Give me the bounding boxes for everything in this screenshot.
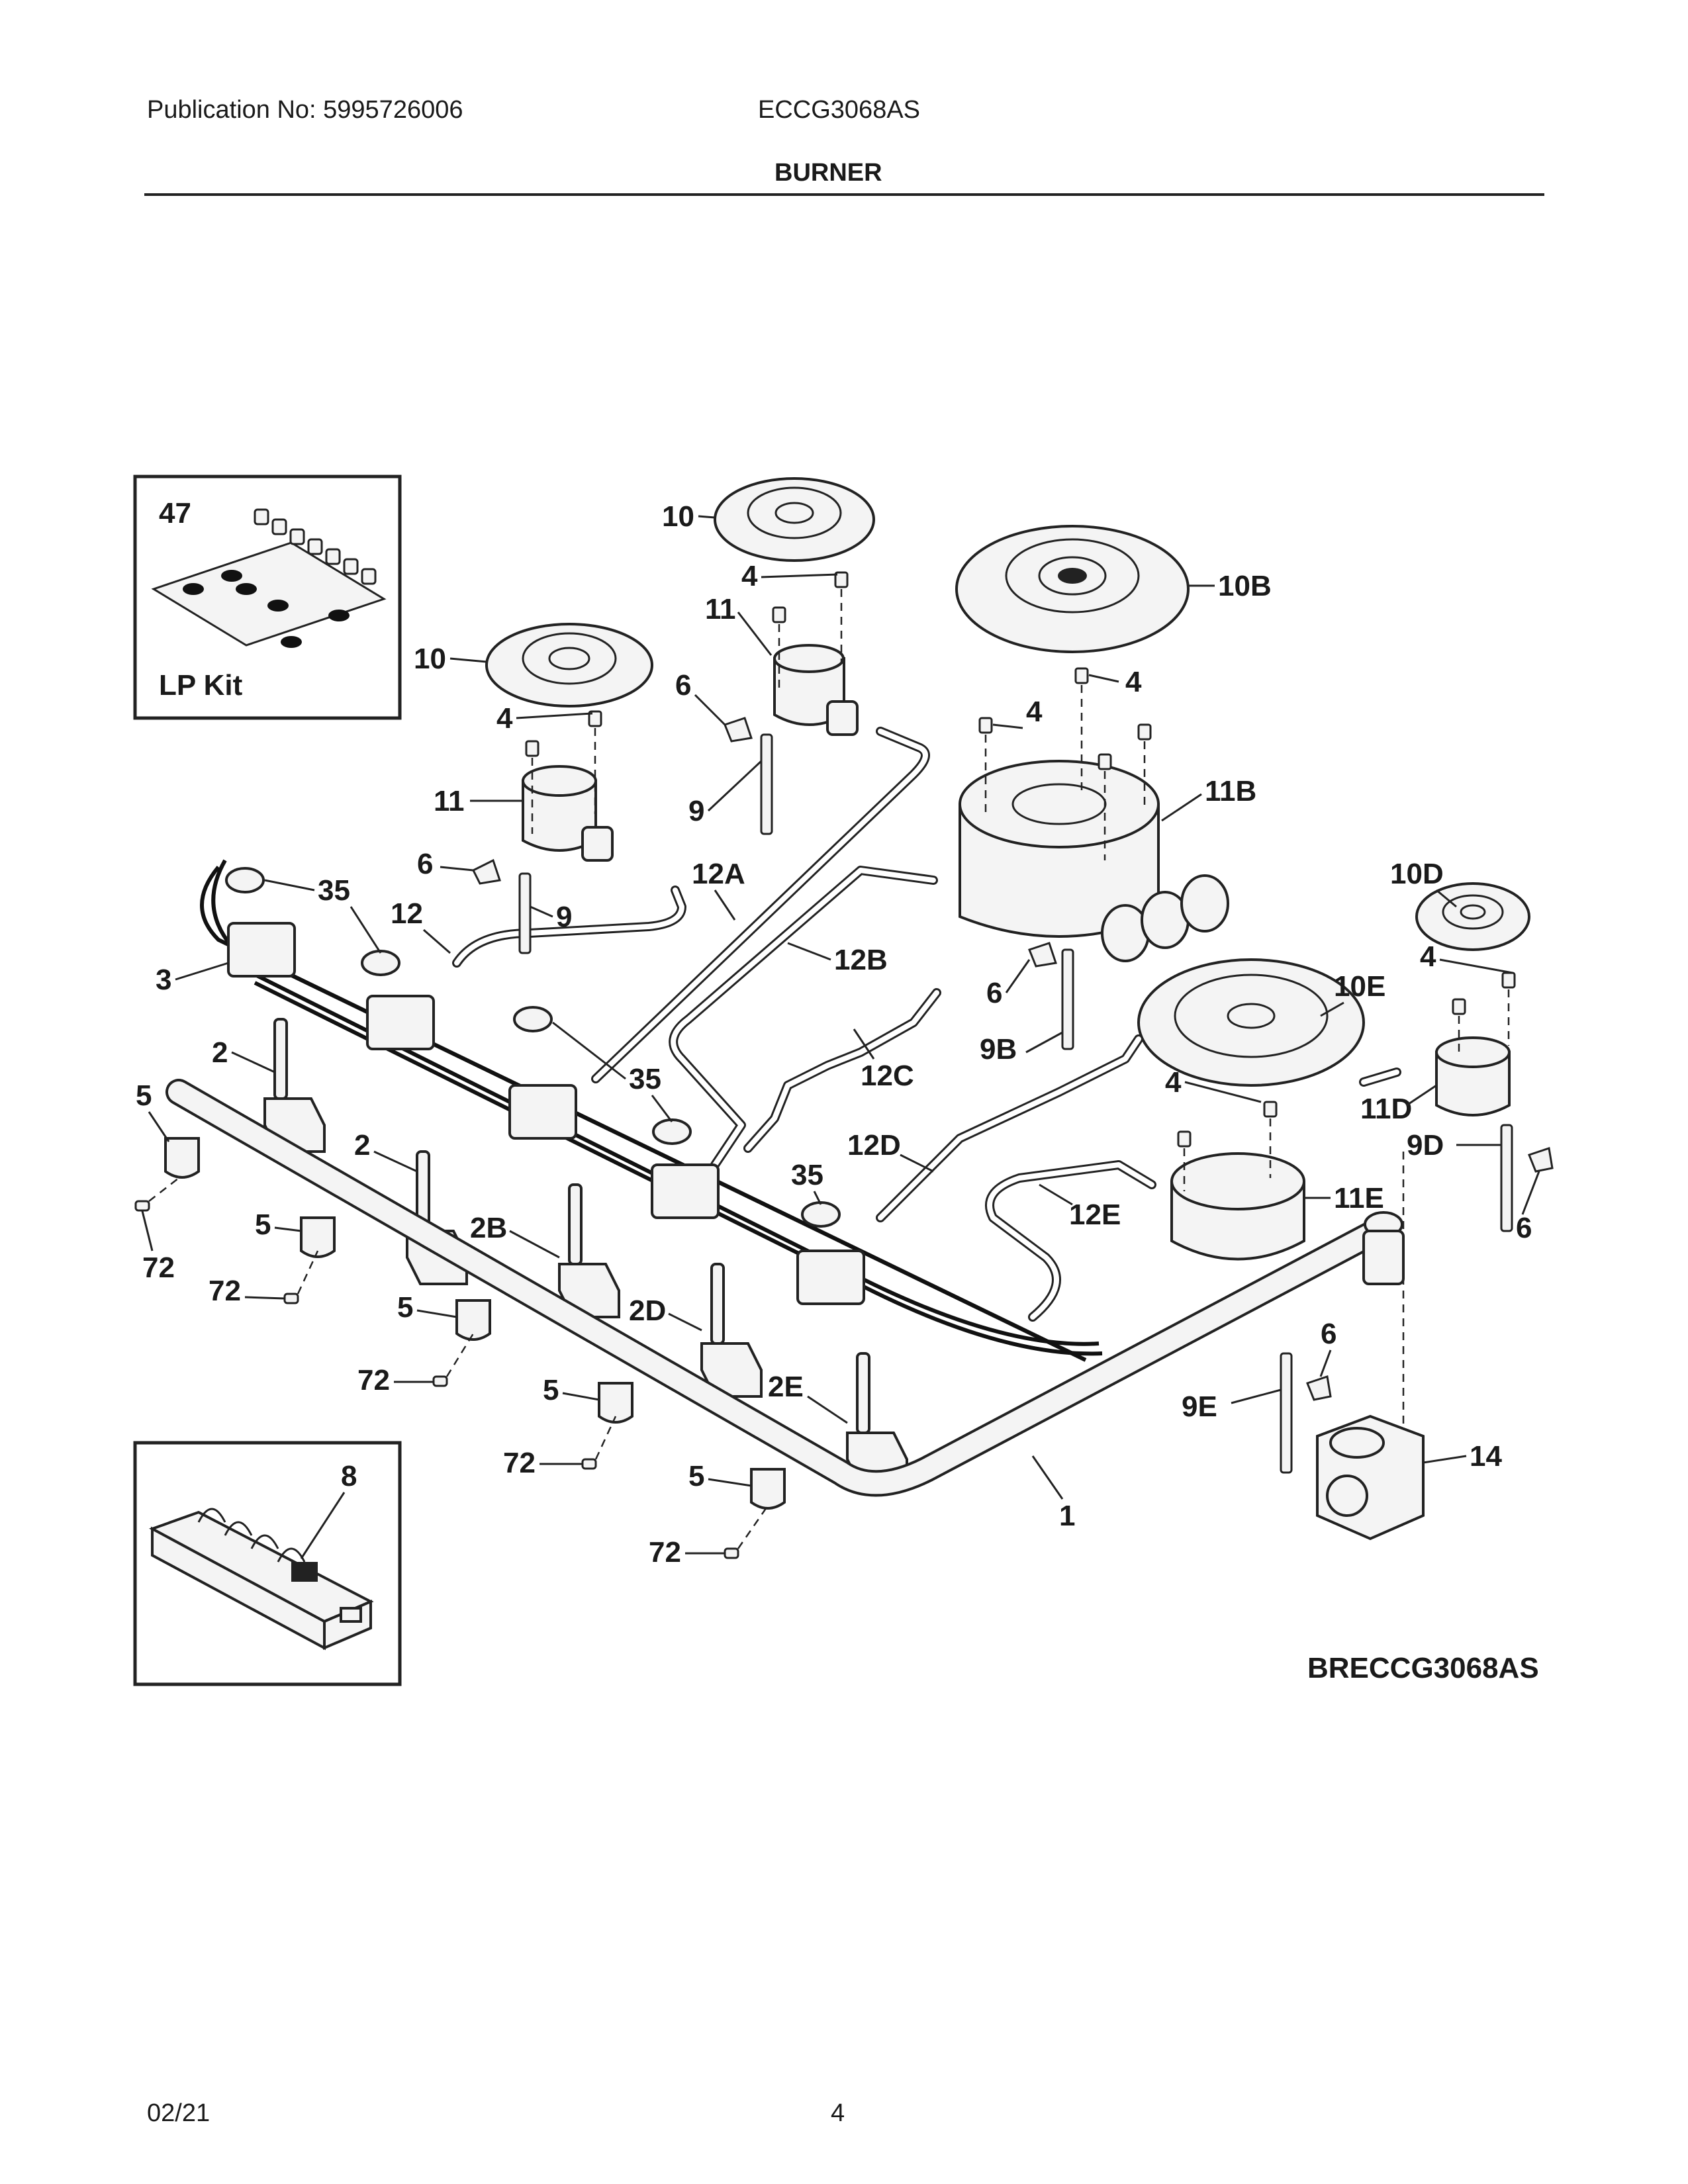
label-10b: 10B [1218, 570, 1272, 602]
label-lp-kit: LP Kit [159, 669, 243, 702]
label-9e: 9E [1182, 1390, 1217, 1423]
lp-kit-inset: 47 LP Kit [133, 475, 402, 720]
burner-screws [525, 571, 1516, 1443]
spark-module-inset: 8 [133, 1441, 402, 1686]
label-72-d: 72 [503, 1447, 536, 1479]
label-72-e: 72 [649, 1536, 681, 1569]
burner-head-11-top [773, 644, 859, 736]
page-number: 4 [831, 2099, 845, 2127]
label-9-b: 9 [556, 901, 572, 933]
label-6-a: 6 [675, 669, 691, 702]
burner-cap-10b [955, 525, 1190, 653]
label-35-c: 35 [791, 1159, 823, 1191]
label-12: 12 [391, 897, 423, 930]
label-72-b: 72 [209, 1275, 241, 1307]
lp-orifices [254, 508, 377, 585]
label-5-b: 5 [255, 1208, 271, 1241]
label-4-d: 4 [1026, 696, 1043, 728]
label-47: 47 [159, 497, 191, 529]
label-35-b: 35 [629, 1063, 661, 1095]
model-number: ECCG3068AS [758, 96, 921, 124]
label-12d: 12D [847, 1129, 901, 1161]
label-8: 8 [341, 1460, 357, 1492]
label-2e: 2E [768, 1371, 804, 1403]
label-6-e: 6 [1321, 1318, 1336, 1350]
label-9d: 9D [1407, 1129, 1444, 1161]
drawing-id: BRECCG3068AS [1307, 1652, 1539, 1684]
burner-head-11e [1170, 1152, 1305, 1261]
publication-number: Publication No: 5995726006 [147, 96, 463, 124]
lp-kit-card [151, 541, 387, 647]
label-10-top: 10 [662, 500, 694, 533]
burner-cap-10-top [714, 477, 875, 562]
label-4-a: 4 [496, 702, 513, 735]
label-10d: 10D [1390, 858, 1444, 890]
label-4-b: 4 [741, 560, 758, 592]
label-4-f: 4 [1420, 940, 1436, 973]
lp-kit-orifice-spots [183, 570, 350, 648]
label-10e: 10E [1334, 970, 1385, 1003]
igniter-switch-harness [200, 859, 1103, 1362]
label-2d: 2D [629, 1295, 666, 1327]
label-5-e: 5 [688, 1460, 704, 1492]
label-10-left: 10 [414, 643, 446, 675]
label-35-a: 35 [318, 874, 350, 907]
label-2-b: 2 [354, 1129, 370, 1161]
label-11-top: 11 [705, 593, 736, 625]
label-11-left: 11 [434, 785, 465, 817]
label-12b: 12B [834, 944, 888, 976]
header-rule [144, 193, 1544, 196]
spark-module [149, 1508, 374, 1651]
burner-head-11d [1435, 1036, 1511, 1116]
label-1: 1 [1059, 1500, 1075, 1532]
label-12c: 12C [861, 1060, 914, 1092]
electrodes [471, 717, 1554, 1474]
label-11b: 11B [1205, 775, 1256, 807]
label-6-d: 6 [1516, 1212, 1532, 1244]
label-5-a: 5 [136, 1079, 152, 1112]
label-72-a: 72 [142, 1251, 175, 1284]
footer-date: 02/21 [147, 2099, 211, 2127]
label-3: 3 [156, 964, 171, 996]
label-6-b: 6 [417, 848, 433, 880]
label-9b: 9B [980, 1033, 1017, 1066]
grommets [225, 867, 841, 1228]
label-2b: 2B [470, 1212, 507, 1244]
manifold-pipe [165, 1079, 1405, 1497]
burner-cap-10-left [485, 623, 653, 707]
label-11e: 11E [1334, 1182, 1384, 1214]
label-9-a: 9 [688, 795, 704, 827]
burner-cap-10d [1415, 882, 1530, 951]
label-11d: 11D [1360, 1093, 1412, 1125]
gas-tubes [452, 727, 1401, 1322]
label-12a: 12A [692, 858, 745, 890]
label-12e: 12E [1069, 1199, 1121, 1231]
burner-head-11b [959, 760, 1229, 962]
label-72-c: 72 [357, 1364, 390, 1396]
label-5-d: 5 [543, 1374, 559, 1406]
label-5-c: 5 [397, 1291, 413, 1324]
label-4-e: 4 [1165, 1066, 1182, 1099]
label-2-a: 2 [212, 1036, 228, 1069]
part-labels: 10 10 10B 4 4 4 4 4 4 11 11 11B 6 6 6 6 … [136, 500, 1540, 1569]
label-4-c: 4 [1125, 666, 1142, 698]
label-14: 14 [1470, 1440, 1502, 1473]
burner-head-11-left [522, 765, 614, 862]
pressure-regulator [1316, 1414, 1425, 1541]
burner-cap-10e [1137, 958, 1365, 1087]
label-6-c: 6 [986, 977, 1002, 1009]
section-title: BURNER [774, 159, 882, 187]
